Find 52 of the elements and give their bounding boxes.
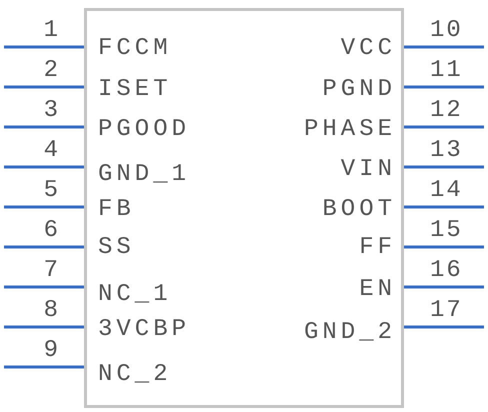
pin-number: 4 bbox=[44, 138, 60, 164]
pin-number: 12 bbox=[430, 98, 463, 124]
pin-number: 1 bbox=[44, 18, 60, 44]
pin-line bbox=[404, 166, 484, 168]
pin-number: 14 bbox=[430, 178, 463, 204]
pin-name: EN bbox=[359, 277, 396, 303]
pin-line bbox=[404, 126, 484, 128]
pin-name: SS bbox=[98, 235, 135, 261]
pin-name: VCC bbox=[340, 36, 396, 62]
pin-name: ISET bbox=[98, 77, 172, 103]
pin-name: FCCM bbox=[98, 36, 172, 62]
pin-number: 7 bbox=[44, 258, 60, 284]
pin-name: GND_2 bbox=[304, 320, 396, 346]
pin-name: FF bbox=[359, 235, 396, 261]
pin-number: 15 bbox=[430, 218, 463, 244]
pin-number: 9 bbox=[44, 338, 60, 364]
chip-body bbox=[84, 8, 404, 408]
pin-name: NC_2 bbox=[98, 362, 172, 388]
pin-name: NC_1 bbox=[98, 282, 172, 308]
pin-name: 3VCBP bbox=[98, 317, 190, 343]
pin-line bbox=[404, 46, 484, 48]
pin-line bbox=[4, 286, 84, 288]
pin-number: 16 bbox=[430, 258, 463, 284]
pin-line bbox=[404, 86, 484, 88]
pin-number: 17 bbox=[430, 298, 463, 324]
pin-number: 11 bbox=[430, 58, 463, 84]
pin-line bbox=[4, 86, 84, 88]
pin-number: 13 bbox=[430, 138, 463, 164]
pin-number: 5 bbox=[44, 178, 60, 204]
pin-number: 10 bbox=[430, 18, 463, 44]
pin-name: GND_1 bbox=[98, 162, 190, 188]
pin-name: PHASE bbox=[304, 117, 396, 143]
pin-name: BOOT bbox=[322, 197, 396, 223]
pin-line bbox=[404, 246, 484, 248]
pin-line bbox=[404, 326, 484, 328]
pin-line bbox=[4, 46, 84, 48]
pin-line bbox=[404, 286, 484, 288]
pin-line bbox=[4, 166, 84, 168]
pin-name: PGND bbox=[322, 77, 396, 103]
pin-line bbox=[4, 206, 84, 208]
pin-number: 2 bbox=[44, 58, 60, 84]
pin-number: 8 bbox=[44, 298, 60, 324]
pin-line bbox=[4, 366, 84, 368]
pin-line bbox=[4, 126, 84, 128]
pin-number: 3 bbox=[44, 98, 60, 124]
pin-name: PGOOD bbox=[98, 117, 190, 143]
pin-line bbox=[4, 246, 84, 248]
pin-line bbox=[404, 206, 484, 208]
pin-name: FB bbox=[98, 197, 135, 223]
pin-line bbox=[4, 326, 84, 328]
pin-name: VIN bbox=[340, 157, 396, 183]
pin-number: 6 bbox=[44, 218, 60, 244]
